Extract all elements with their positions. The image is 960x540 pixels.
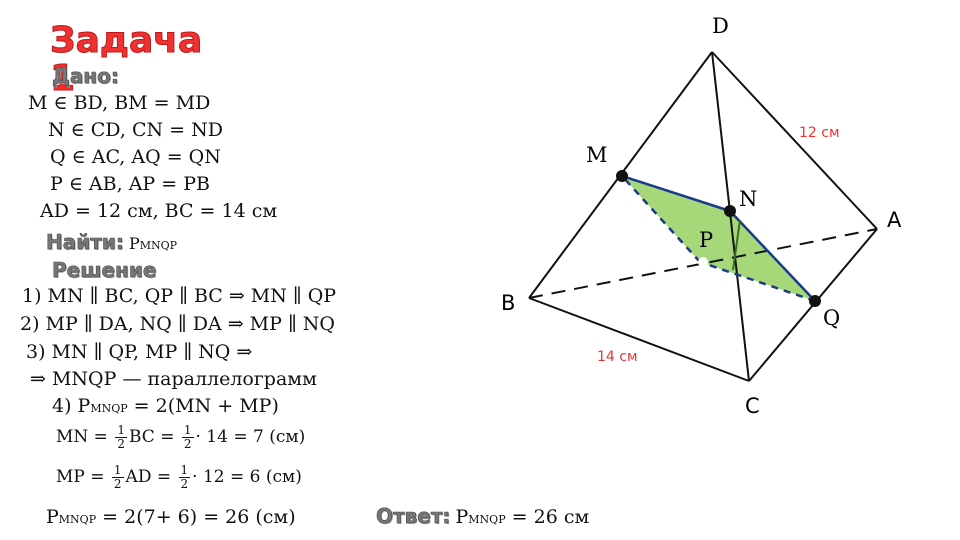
solution-step-1: 1) MN ∥ BC, QP ∥ BC ⇒ MN ∥ QP xyxy=(22,285,337,307)
label-ad-length: 12 см xyxy=(799,125,840,141)
label-bc-length: 14 см xyxy=(597,349,638,365)
edge-ba-hidden xyxy=(528,228,878,299)
given-line-2: N ∈ CD, CN = ND xyxy=(48,119,223,141)
label-a: A xyxy=(887,208,902,232)
label-m: M xyxy=(586,143,608,167)
edge-bc xyxy=(528,297,750,382)
find-p: P xyxy=(128,234,140,253)
label-d: D xyxy=(712,14,729,38)
section-mn xyxy=(621,174,731,213)
answer-rest: = 26 см xyxy=(505,506,590,528)
given-line-5: AD = 12 см, BC = 14 см xyxy=(40,200,278,222)
result-line: PMNQP = 2(7+ 6) = 26 (см) xyxy=(46,506,296,528)
point-n xyxy=(724,205,736,217)
solution-heading: Решение xyxy=(52,258,157,283)
section-nq xyxy=(729,210,816,302)
label-c: C xyxy=(745,394,760,418)
given-line-1: M ∈ BD, BM = MD xyxy=(28,92,211,114)
point-q xyxy=(809,295,821,307)
point-p xyxy=(698,257,708,267)
given-heading: Дано: xyxy=(52,64,119,89)
section-pm-hidden xyxy=(621,175,701,263)
solution-step-3b: ⇒ MNQP — параллелограмм xyxy=(30,368,317,390)
step4-prefix: 4) P xyxy=(52,395,91,417)
label-b: B xyxy=(501,291,515,315)
given-line-4: P ∈ AB, AP = PB xyxy=(50,173,210,195)
section-mnqp-fill xyxy=(622,176,815,301)
edge-da xyxy=(711,51,878,230)
point-m xyxy=(616,170,628,182)
solution-step-3: 3) MN ∥ QP, MP ∥ NQ ⇒ xyxy=(26,341,253,363)
answer-heading: Ответ: xyxy=(376,504,451,529)
solution-step-4: 4) PMNQP = 2(MN + MP) xyxy=(52,395,279,417)
mp-left: MP = xyxy=(56,467,110,487)
label-q: Q xyxy=(823,306,840,330)
solution-step-2: 2) MP ∥ DA, NQ ∥ DA ⇒ MP ∥ NQ xyxy=(20,313,335,335)
diagonal-mq xyxy=(732,219,741,271)
task-title: Задача 1 xyxy=(50,20,203,99)
step4-rest: = 2(MN + MP) xyxy=(127,395,279,417)
mn-right: · 14 = 7 (см) xyxy=(195,427,306,447)
step4-sub: MNQP xyxy=(90,402,128,415)
result-p: P xyxy=(46,506,59,528)
answer-line: Ответ: PMNQP = 26 см xyxy=(376,504,590,529)
result-rest: = 2(7+ 6) = 26 (см) xyxy=(96,506,296,528)
label-n: N xyxy=(739,187,757,211)
mn-mid: BC = xyxy=(128,427,180,447)
find-heading: Найти: xyxy=(46,230,124,255)
answer-sub: MNQP xyxy=(468,513,506,526)
mp-right: · 12 = 6 (см) xyxy=(192,467,302,487)
find-sub: MNQP xyxy=(139,239,178,252)
result-sub: MNQP xyxy=(58,513,97,526)
find-row: Найти: PMNQP xyxy=(46,230,178,255)
given-line-3: Q ∈ AC, AQ = QN xyxy=(50,146,221,168)
mn-left: MN = xyxy=(56,427,114,447)
mp-mid: AD = xyxy=(125,467,177,487)
label-p: P xyxy=(699,228,713,252)
answer-p: P xyxy=(455,506,469,528)
